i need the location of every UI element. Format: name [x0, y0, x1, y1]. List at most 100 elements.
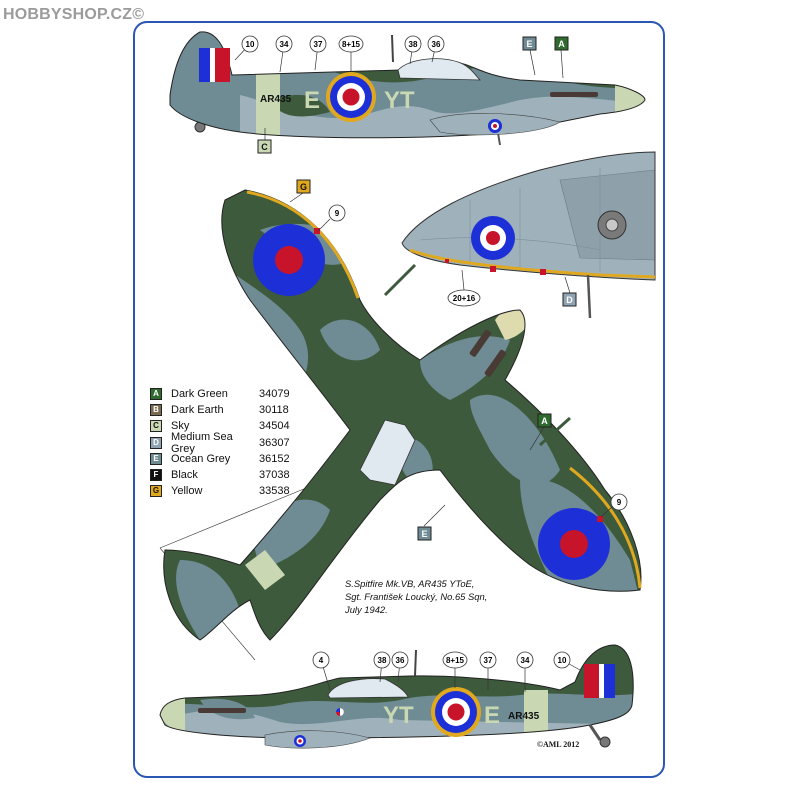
badge-sky: C — [257, 128, 272, 154]
code-letters-squadron: YT — [384, 87, 415, 114]
callout-label: 36 — [396, 656, 405, 665]
copyright-notice: ©AML 2012 — [537, 740, 580, 749]
legend-row: C Sky 34504 — [150, 418, 299, 434]
sky-fuselage-band-stbd — [524, 690, 548, 738]
callout-bubble: 37 — [309, 35, 327, 71]
svg-text:E: E — [421, 529, 427, 539]
sky-band-plan — [245, 550, 285, 590]
wing-roundel-starboard-red — [560, 530, 588, 558]
fuselage-roundel-red — [342, 88, 360, 106]
legend-row: F Black 37038 — [150, 467, 299, 483]
legend-color-name: Yellow — [171, 485, 203, 498]
badge-dark-green: A — [554, 36, 569, 79]
legend-fs-code: 34504 — [259, 420, 290, 433]
callout-label: 34 — [280, 40, 289, 49]
callout-bubble: 10 — [553, 651, 581, 671]
callout-bubble: 38 — [373, 651, 391, 683]
legend-swatch: G — [150, 485, 162, 498]
serial-number: AR435 — [260, 94, 292, 105]
callout-20-16: 20+16 — [447, 269, 481, 307]
legend-fs-code: 36152 — [259, 452, 290, 465]
legend-fs-code: 37038 — [259, 469, 290, 482]
badge-medium-sea-grey: D — [562, 276, 577, 307]
exhaust-stubs — [550, 92, 598, 97]
callout-bubble: 36 — [427, 35, 445, 63]
callout-bubble: 34 — [275, 35, 293, 73]
fin-flash-blue-stbd — [604, 664, 615, 698]
callout-9-starboard: 9 — [600, 493, 628, 518]
callout-bubble: 37 — [479, 651, 497, 690]
legend-swatch: C — [150, 420, 162, 433]
canopy-stbd — [327, 678, 409, 699]
legend-row: A Dark Green 34079 — [150, 386, 299, 402]
canopy — [397, 58, 481, 81]
fin-flash-white — [210, 48, 215, 82]
badge-dark-green-plan: A — [529, 413, 552, 451]
caption-line-1: S.Spitfire Mk.VB, AR435 YToE, — [345, 578, 475, 589]
legend-color-name: Sky — [171, 420, 190, 433]
czech-roundel-emblem — [335, 707, 345, 717]
callout-label: 8+15 — [446, 656, 465, 665]
badge-ocean-grey-plan: E — [417, 504, 446, 541]
callout-bubble: 10 — [234, 35, 259, 61]
callout-label: 10 — [558, 656, 567, 665]
legend-swatch: B — [150, 404, 162, 417]
svg-text:D: D — [566, 295, 573, 305]
svg-text:A: A — [541, 416, 548, 426]
svg-text:9: 9 — [617, 498, 622, 507]
pitot-tube — [586, 274, 592, 319]
legend-color-name: Dark Earth — [171, 404, 224, 417]
callout-label: 37 — [314, 40, 323, 49]
sky-spinner-stbd — [160, 698, 185, 732]
wing-roundel-port-red — [275, 246, 303, 274]
callout-bubble: 38 — [404, 35, 422, 65]
callout-label: 34 — [521, 656, 530, 665]
leading-edge-yellow-port — [246, 190, 360, 299]
callout-label: 38 — [409, 40, 418, 49]
svg-text:9: 9 — [335, 209, 340, 218]
svg-text:E: E — [526, 39, 532, 49]
callout-bubble: 8+15 — [338, 35, 364, 72]
badge-yellow: G — [289, 179, 311, 203]
callout-label: 37 — [484, 656, 493, 665]
exhaust-stubs-stbd — [198, 708, 246, 713]
legend-color-name: Medium Sea Grey — [171, 430, 233, 455]
callout-label: 38 — [378, 656, 387, 665]
leading-edge-yellow — [409, 248, 656, 279]
callout-bubble: 34 — [516, 651, 534, 692]
callout-bubble: 36 — [391, 651, 409, 683]
leading-edge-yellow-starboard — [569, 466, 642, 589]
code-letters-squadron-stbd: YT — [383, 702, 414, 729]
legend-fs-code: 33538 — [259, 485, 290, 498]
serial-number-stbd: AR435 — [508, 711, 540, 722]
badge-ocean-grey: E — [522, 36, 537, 76]
callout-bubble: 8+15 — [442, 651, 468, 688]
caption-line-3: July 1942. — [345, 604, 388, 615]
radio-mast — [391, 34, 394, 63]
legend-fs-code: 34079 — [259, 388, 290, 401]
sky-fuselage-band — [256, 70, 280, 138]
site-logo: HOBBYSHOP.CZ© — [3, 6, 145, 23]
canopy-plan — [359, 419, 416, 486]
callout-label: 8+15 — [342, 40, 361, 49]
legend-swatch: D — [150, 436, 162, 449]
legend-fs-code: 36307 — [259, 436, 290, 449]
callout-label: 36 — [432, 40, 441, 49]
fin-flash-red — [215, 48, 230, 82]
top-profile-callouts: 10 34 37 8+15 38 36 — [234, 35, 445, 73]
legend-color-name: Black — [171, 469, 198, 482]
legend-swatch: A — [150, 388, 162, 401]
code-letter-individual-stbd: E — [484, 702, 500, 729]
legend-row: G Yellow 33538 — [150, 483, 299, 499]
svg-text:G: G — [300, 182, 307, 192]
legend-color-name: Dark Green — [171, 388, 228, 401]
legend-swatch: F — [150, 469, 162, 482]
legend-row: D Medium Sea Grey 36307 — [150, 431, 299, 455]
svg-text:C: C — [261, 142, 268, 152]
